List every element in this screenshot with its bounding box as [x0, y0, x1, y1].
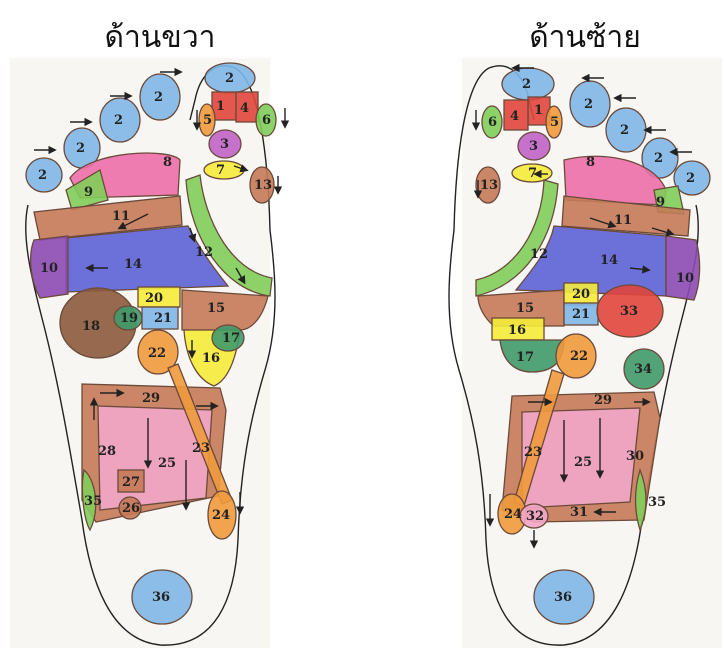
lf-label: 31 — [570, 505, 588, 520]
lf-label: 23 — [524, 445, 542, 460]
lf-label: 22 — [570, 349, 588, 364]
lf-label: 4 — [510, 109, 519, 124]
rf-label: 26 — [122, 501, 140, 516]
lf-label: 13 — [480, 178, 498, 193]
lf-label: 8 — [586, 155, 595, 170]
lf-label: 17 — [516, 350, 534, 365]
rf-label: 1 — [216, 99, 225, 114]
rf-label: 9 — [84, 185, 93, 200]
rf-label: 12 — [195, 245, 213, 260]
lf-label: 21 — [572, 307, 590, 322]
rf-label: 22 — [148, 346, 166, 361]
lf-label: 32 — [526, 509, 544, 524]
rf-label: 8 — [163, 155, 172, 170]
rf-label: 2 — [114, 113, 123, 128]
lf-label: 11 — [614, 213, 632, 228]
rf-label: 35 — [84, 494, 102, 509]
rf-label: 13 — [254, 178, 272, 193]
lf-label: 2 — [654, 151, 663, 166]
lf-label: 2 — [686, 171, 695, 186]
lf-label: 5 — [550, 115, 559, 130]
rf-label: 24 — [212, 508, 230, 523]
rf-label: 6 — [262, 113, 271, 128]
rf-label: 10 — [40, 261, 58, 276]
rf-label: 3 — [220, 137, 229, 152]
lf-label: 20 — [572, 287, 590, 302]
rf-label: 20 — [145, 291, 163, 306]
lf-label: 34 — [634, 362, 652, 377]
lf-label: 33 — [620, 304, 638, 319]
rf-label: 11 — [112, 209, 130, 224]
rf-label: 2 — [38, 168, 47, 183]
rf-label: 7 — [216, 163, 225, 178]
rf-label: 14 — [124, 257, 142, 272]
lf-label: 29 — [594, 393, 612, 408]
lf-label: 16 — [508, 323, 526, 338]
rf-label: 15 — [207, 301, 225, 316]
rf-label: 25 — [158, 456, 176, 471]
rf-label: 2 — [154, 90, 163, 105]
rf-label: 16 — [202, 351, 220, 366]
rf-label: 28 — [98, 444, 116, 459]
lf-label: 6 — [488, 115, 497, 130]
lf-label: 12 — [530, 247, 548, 262]
rf-label: 17 — [222, 331, 240, 346]
rf-label: 19 — [120, 311, 138, 326]
lf-zone-10 — [666, 236, 700, 300]
rf-label: 23 — [192, 441, 210, 456]
lf-label: 9 — [656, 195, 665, 210]
lf-label: 10 — [676, 271, 694, 286]
lf-label: 36 — [554, 590, 572, 605]
lf-label: 35 — [648, 495, 666, 510]
rf-label: 36 — [152, 590, 170, 605]
lf-label: 14 — [600, 253, 618, 268]
lf-label: 7 — [528, 166, 537, 181]
lf-label: 2 — [522, 77, 531, 92]
lf-label: 2 — [620, 123, 629, 138]
rf-label: 27 — [122, 475, 140, 490]
rf-label: 21 — [154, 311, 172, 326]
right-foot-diagram: 2 2 2 2 2 1 4 5 6 3 7 8 9 10 11 12 13 14… — [0, 50, 320, 650]
lf-label: 3 — [529, 139, 538, 154]
rf-label: 29 — [142, 391, 160, 406]
left-foot-diagram: 2 2 2 2 2 1 4 5 6 3 7 8 9 10 11 12 13 14… — [404, 50, 724, 650]
lf-label: 2 — [584, 97, 593, 112]
lf-label: 25 — [574, 455, 592, 470]
lf-label: 15 — [516, 301, 534, 316]
rf-label: 2 — [225, 71, 234, 86]
rf-label: 18 — [82, 319, 100, 334]
rf-label: 5 — [203, 113, 212, 128]
lf-label: 30 — [626, 449, 644, 464]
lf-label: 1 — [534, 103, 543, 118]
rf-label: 4 — [240, 101, 249, 116]
rf-label: 2 — [76, 141, 85, 156]
lf-label: 24 — [504, 507, 522, 522]
